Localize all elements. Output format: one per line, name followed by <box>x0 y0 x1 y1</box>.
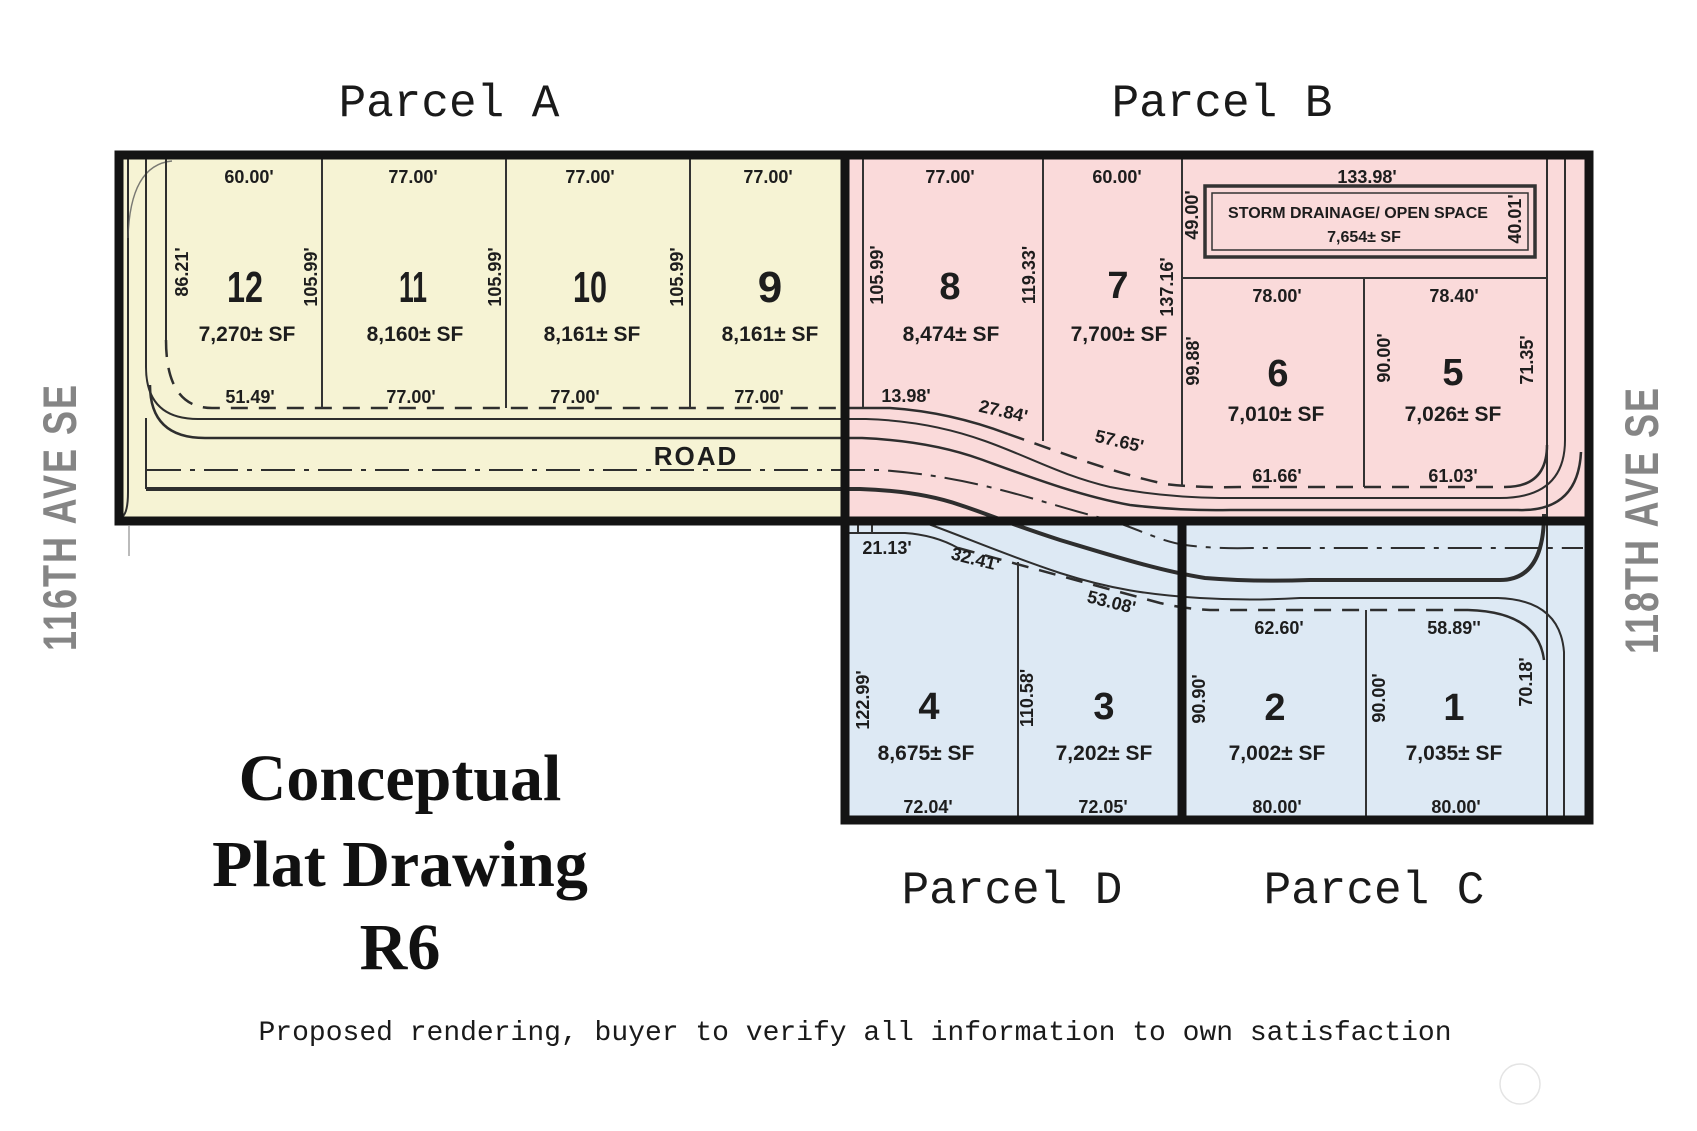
svg-text:7,654± SF: 7,654± SF <box>1327 229 1401 246</box>
svg-text:8: 8 <box>939 266 960 308</box>
svg-text:72.05': 72.05' <box>1078 797 1127 817</box>
svg-text:90.00': 90.00' <box>1374 333 1394 382</box>
svg-text:118TH AVE SE: 118TH AVE SE <box>1615 386 1668 654</box>
svg-text:62.60': 62.60' <box>1254 618 1303 638</box>
svg-text:40.01': 40.01' <box>1505 194 1525 243</box>
svg-text:21.13': 21.13' <box>862 538 911 558</box>
svg-text:60.00': 60.00' <box>1092 167 1141 187</box>
svg-text:80.00': 80.00' <box>1252 797 1301 817</box>
svg-text:3: 3 <box>1093 686 1114 728</box>
svg-text:7: 7 <box>1107 265 1128 307</box>
svg-text:99.88': 99.88' <box>1183 336 1203 385</box>
svg-text:13.98': 13.98' <box>881 386 930 406</box>
svg-text:2: 2 <box>1264 687 1285 729</box>
svg-text:Proposed rendering, buyer to v: Proposed rendering, buyer to verify all … <box>259 1018 1452 1049</box>
svg-text:110.58': 110.58' <box>1017 669 1037 727</box>
svg-text:116TH AVE SE: 116TH AVE SE <box>33 383 86 651</box>
svg-text:Parcel B: Parcel B <box>1112 78 1333 130</box>
svg-text:90.00': 90.00' <box>1369 673 1389 722</box>
svg-text:8,160± SF: 8,160± SF <box>367 323 464 346</box>
svg-text:86.21': 86.21' <box>172 247 192 296</box>
svg-text:7,010± SF: 7,010± SF <box>1228 403 1325 426</box>
svg-text:61.66': 61.66' <box>1252 466 1301 486</box>
svg-text:133.98': 133.98' <box>1337 167 1396 187</box>
svg-text:77.00': 77.00' <box>388 167 437 187</box>
svg-text:8,161± SF: 8,161± SF <box>722 323 819 346</box>
svg-text:7,026± SF: 7,026± SF <box>1405 403 1502 426</box>
svg-text:119.33': 119.33' <box>1019 246 1039 304</box>
svg-text:77.00': 77.00' <box>734 387 783 407</box>
svg-text:7,002± SF: 7,002± SF <box>1229 742 1326 765</box>
svg-text:ROAD: ROAD <box>654 441 739 471</box>
svg-text:Parcel C: Parcel C <box>1264 865 1485 917</box>
svg-text:Conceptual: Conceptual <box>239 742 562 815</box>
svg-text:105.99': 105.99' <box>485 247 505 306</box>
svg-text:Plat Drawing: Plat Drawing <box>212 828 588 901</box>
svg-text:77.00': 77.00' <box>550 387 599 407</box>
svg-text:51.49': 51.49' <box>225 387 274 407</box>
svg-text:4: 4 <box>918 686 939 728</box>
svg-text:72.04': 72.04' <box>903 797 952 817</box>
svg-text:7,270± SF: 7,270± SF <box>199 323 296 346</box>
svg-text:1: 1 <box>1443 687 1464 729</box>
svg-text:8,474± SF: 8,474± SF <box>903 323 1000 346</box>
svg-text:77.00': 77.00' <box>925 167 974 187</box>
svg-text:10: 10 <box>573 263 607 312</box>
svg-text:8,675± SF: 8,675± SF <box>878 742 975 765</box>
svg-text:77.00': 77.00' <box>386 387 435 407</box>
svg-text:90.90': 90.90' <box>1189 674 1209 723</box>
svg-text:STORM DRAINAGE/ OPEN SPACE: STORM DRAINAGE/ OPEN SPACE <box>1228 205 1488 222</box>
svg-text:49.00': 49.00' <box>1182 190 1202 239</box>
svg-text:5: 5 <box>1442 352 1463 394</box>
svg-text:78.40': 78.40' <box>1429 286 1478 306</box>
svg-text:7,202± SF: 7,202± SF <box>1056 742 1153 765</box>
svg-text:61.03': 61.03' <box>1428 466 1477 486</box>
svg-text:12: 12 <box>227 263 263 312</box>
svg-text:58.89'': 58.89'' <box>1427 618 1481 638</box>
svg-text:137.16': 137.16' <box>1157 257 1177 316</box>
svg-text:6: 6 <box>1267 353 1288 395</box>
svg-text:78.00': 78.00' <box>1252 286 1301 306</box>
svg-text:60.00': 60.00' <box>224 167 273 187</box>
svg-text:105.99': 105.99' <box>301 247 321 306</box>
svg-text:122.99': 122.99' <box>853 670 873 729</box>
svg-text:7,035± SF: 7,035± SF <box>1406 742 1503 765</box>
svg-text:9: 9 <box>758 263 782 312</box>
svg-text:8,161± SF: 8,161± SF <box>544 323 641 346</box>
svg-text:11: 11 <box>399 263 427 312</box>
svg-text:Parcel A: Parcel A <box>339 78 560 130</box>
svg-text:105.99': 105.99' <box>867 245 887 304</box>
svg-text:105.99': 105.99' <box>667 247 687 306</box>
svg-text:Parcel D: Parcel D <box>902 865 1123 917</box>
svg-text:7,700± SF: 7,700± SF <box>1071 323 1168 346</box>
svg-text:R6: R6 <box>360 911 441 984</box>
svg-text:77.00': 77.00' <box>743 167 792 187</box>
svg-text:77.00': 77.00' <box>565 167 614 187</box>
svg-text:80.00': 80.00' <box>1431 797 1480 817</box>
svg-text:71.35': 71.35' <box>1517 335 1537 384</box>
svg-text:70.18': 70.18' <box>1516 657 1536 706</box>
